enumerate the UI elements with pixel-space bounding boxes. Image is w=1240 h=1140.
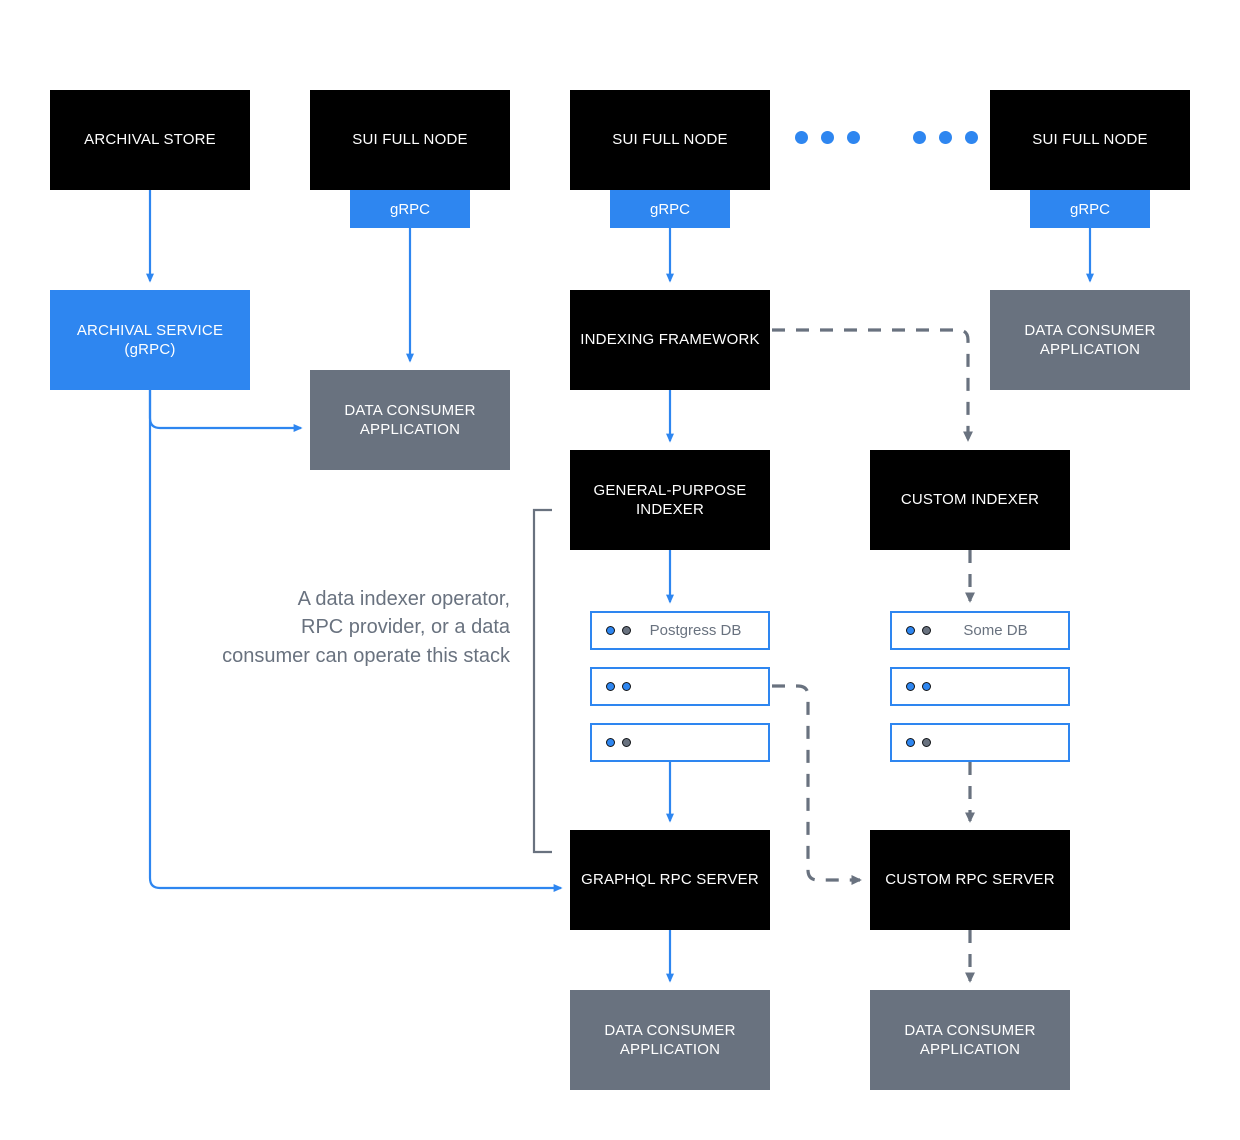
node-custom-indexer: CUSTOM INDEXER — [870, 450, 1070, 550]
db-label: Postgress DB — [649, 622, 742, 639]
ellipsis-dot — [965, 131, 978, 144]
db-status-dots — [606, 626, 631, 635]
node-indexing-framework: INDEXING FRAMEWORK — [570, 290, 770, 390]
db-dot-blue-1 — [606, 738, 615, 747]
node-sui-full-node-3: SUI FULL NODE — [990, 90, 1190, 190]
db-label: Some DB — [963, 622, 1028, 639]
ellipsis-dot — [847, 131, 860, 144]
edge-left-db-to-custom-rpc-server — [772, 684, 862, 885]
grpc-chip-3: gRPC — [1030, 190, 1150, 228]
stack-operator-annotation: A data indexer operator, RPC provider, o… — [222, 588, 510, 667]
db-status-dots — [606, 738, 631, 747]
db-box-db-left-2 — [590, 667, 770, 706]
db-box-db-right-2 — [890, 667, 1070, 706]
node-custom-rpc-server: CUSTOM RPC SERVER — [870, 830, 1070, 930]
node-data-consumer-app-2: DATA CONSUMER APPLICATION — [990, 290, 1190, 390]
node-sui-full-node-1: SUI FULL NODE — [310, 90, 510, 190]
node-data-consumer-app-3: DATA CONSUMER APPLICATION — [570, 990, 770, 1090]
ellipsis-dot — [939, 131, 952, 144]
db-dot-blue-1 — [906, 682, 915, 691]
db-dot-gray-2 — [922, 626, 931, 635]
db-dot-blue-2 — [622, 682, 631, 691]
db-status-dots — [906, 626, 931, 635]
db-status-dots — [906, 738, 931, 747]
ellipsis-dot — [821, 131, 834, 144]
db-box-db-some: Some DB — [890, 611, 1070, 650]
node-archival-store: ARCHIVAL STORE — [50, 90, 250, 190]
db-box-db-left-3 — [590, 723, 770, 762]
db-status-dots — [906, 682, 931, 691]
node-archival-service: ARCHIVAL SERVICE (gRPC) — [50, 290, 250, 390]
grpc-chip-2: gRPC — [610, 190, 730, 228]
ellipsis-dot — [913, 131, 926, 144]
db-dot-gray-2 — [622, 738, 631, 747]
db-box-db-postgress: Postgress DB — [590, 611, 770, 650]
db-box-db-right-3 — [890, 723, 1070, 762]
stack-scope-bracket — [532, 508, 552, 854]
node-data-consumer-app-4: DATA CONSUMER APPLICATION — [870, 990, 1070, 1090]
db-dot-blue-1 — [606, 626, 615, 635]
ellipsis-right — [913, 131, 978, 144]
ellipsis-left — [795, 131, 860, 144]
edge-archival-service-to-data-consumer-1 — [148, 390, 303, 432]
db-dot-blue-1 — [606, 682, 615, 691]
node-sui-full-node-2: SUI FULL NODE — [570, 90, 770, 190]
node-data-consumer-app-1: DATA CONSUMER APPLICATION — [310, 370, 510, 470]
db-dot-blue-1 — [906, 738, 915, 747]
db-dot-gray-2 — [622, 626, 631, 635]
edge-indexing-framework-to-custom-indexer — [772, 328, 973, 442]
db-status-dots — [606, 682, 631, 691]
grpc-chip-1: gRPC — [350, 190, 470, 228]
node-general-purpose-indexer: GENERAL-PURPOSE INDEXER — [570, 450, 770, 550]
db-dot-gray-2 — [922, 738, 931, 747]
node-graphql-rpc-server: GRAPHQL RPC SERVER — [570, 830, 770, 930]
db-dot-blue-2 — [922, 682, 931, 691]
db-dot-blue-1 — [906, 626, 915, 635]
ellipsis-dot — [795, 131, 808, 144]
